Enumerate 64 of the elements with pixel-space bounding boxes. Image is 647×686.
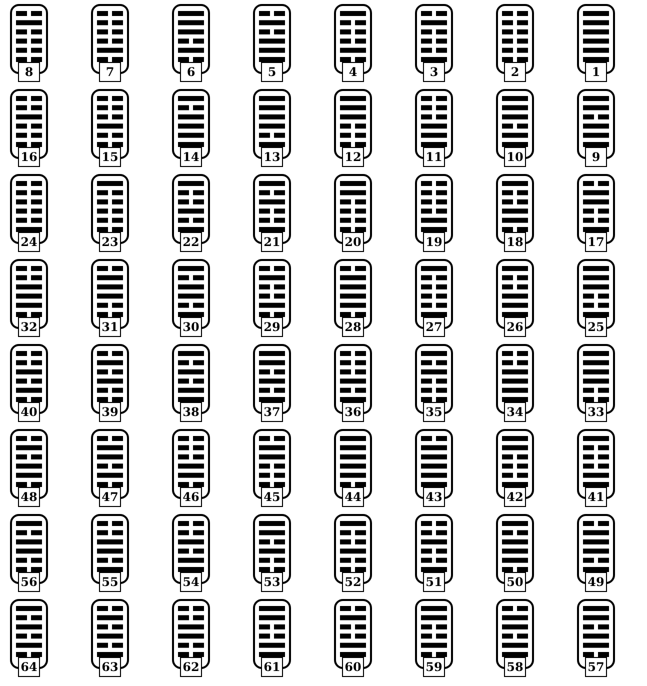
number-label: 17 (585, 232, 607, 252)
number-label: 51 (423, 572, 445, 592)
number-label: 52 (342, 572, 364, 592)
number-label: 18 (504, 232, 526, 252)
number-label: 56 (18, 572, 40, 592)
number-label: 25 (585, 317, 607, 337)
number-label: 30 (180, 317, 202, 337)
number-label: 43 (423, 487, 445, 507)
number-label: 45 (261, 487, 283, 507)
number-label: 55 (99, 572, 121, 592)
number-label: 50 (504, 572, 526, 592)
number-label: 29 (261, 317, 283, 337)
number-label: 24 (18, 232, 40, 252)
number-label: 49 (585, 572, 607, 592)
number-label: 38 (180, 402, 202, 422)
number-label: 44 (342, 487, 364, 507)
number-label: 14 (180, 147, 202, 167)
number-label: 1 (585, 62, 607, 82)
number-label: 23 (99, 232, 121, 252)
number-label: 12 (342, 147, 364, 167)
number-label: 42 (504, 487, 526, 507)
number-label: 9 (585, 147, 607, 167)
number-label: 61 (261, 657, 283, 677)
number-label: 33 (585, 402, 607, 422)
number-label: 59 (423, 657, 445, 677)
number-label: 40 (18, 402, 40, 422)
number-label: 22 (180, 232, 202, 252)
number-label: 28 (342, 317, 364, 337)
number-label: 15 (99, 147, 121, 167)
number-label: 27 (423, 317, 445, 337)
number-label: 63 (99, 657, 121, 677)
number-label: 46 (180, 487, 202, 507)
number-label: 8 (18, 62, 40, 82)
number-label: 34 (504, 402, 526, 422)
number-label: 41 (585, 487, 607, 507)
number-label: 26 (504, 317, 526, 337)
number-label: 32 (18, 317, 40, 337)
number-label: 37 (261, 402, 283, 422)
number-label: 4 (342, 62, 364, 82)
number-label: 5 (261, 62, 283, 82)
number-label: 47 (99, 487, 121, 507)
number-label: 6 (180, 62, 202, 82)
number-label: 16 (18, 147, 40, 167)
number-label: 11 (423, 147, 445, 167)
number-label: 57 (585, 657, 607, 677)
number-label: 2 (504, 62, 526, 82)
number-label: 64 (18, 657, 40, 677)
number-label: 53 (261, 572, 283, 592)
number-label: 58 (504, 657, 526, 677)
number-label: 60 (342, 657, 364, 677)
number-label: 35 (423, 402, 445, 422)
number-label: 54 (180, 572, 202, 592)
number-label: 21 (261, 232, 283, 252)
number-label: 3 (423, 62, 445, 82)
number-label: 36 (342, 402, 364, 422)
number-label: 31 (99, 317, 121, 337)
number-label: 48 (18, 487, 40, 507)
number-label: 62 (180, 657, 202, 677)
number-label: 39 (99, 402, 121, 422)
number-label: 10 (504, 147, 526, 167)
number-label: 19 (423, 232, 445, 252)
number-label: 20 (342, 232, 364, 252)
number-label: 7 (99, 62, 121, 82)
number-label: 13 (261, 147, 283, 167)
